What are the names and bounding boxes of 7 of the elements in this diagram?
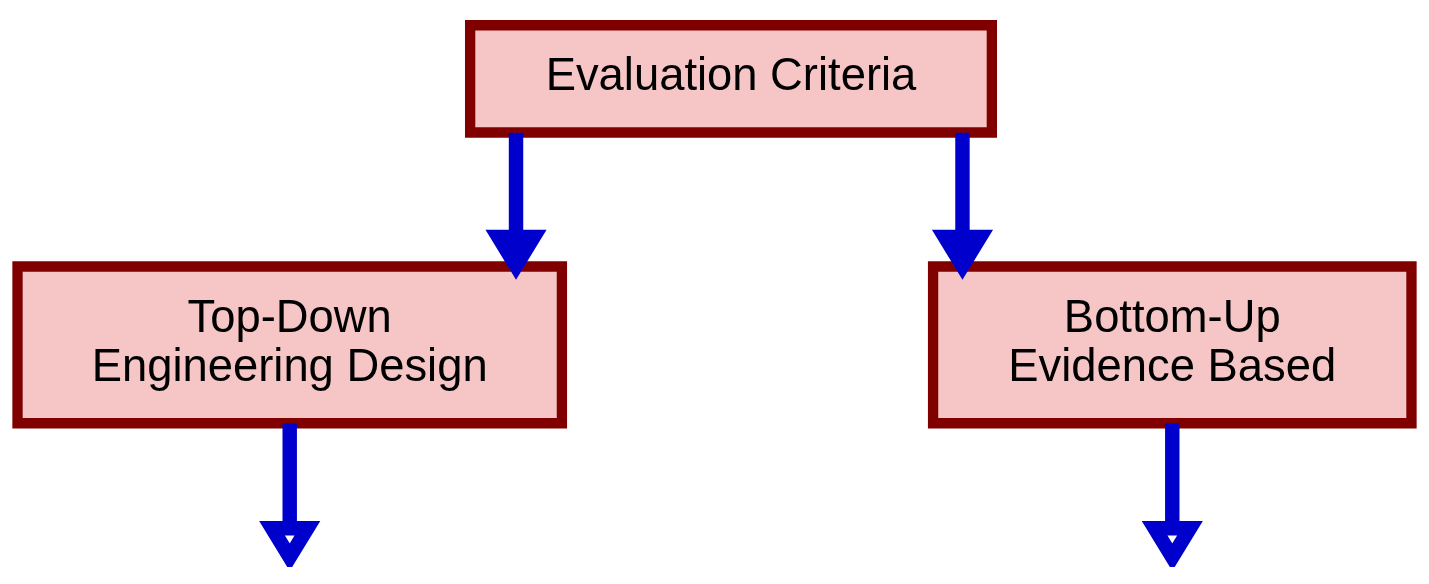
arrow bbox=[1141, 423, 1203, 567]
node-box: Evaluation Criteria bbox=[465, 20, 997, 138]
arrow bbox=[931, 132, 994, 280]
node-box: Bottom-Up Evidence Based bbox=[927, 261, 1417, 429]
node-box: Top-Down Engineering Design bbox=[12, 261, 568, 429]
arrow bbox=[485, 132, 547, 280]
arrow bbox=[259, 423, 321, 567]
